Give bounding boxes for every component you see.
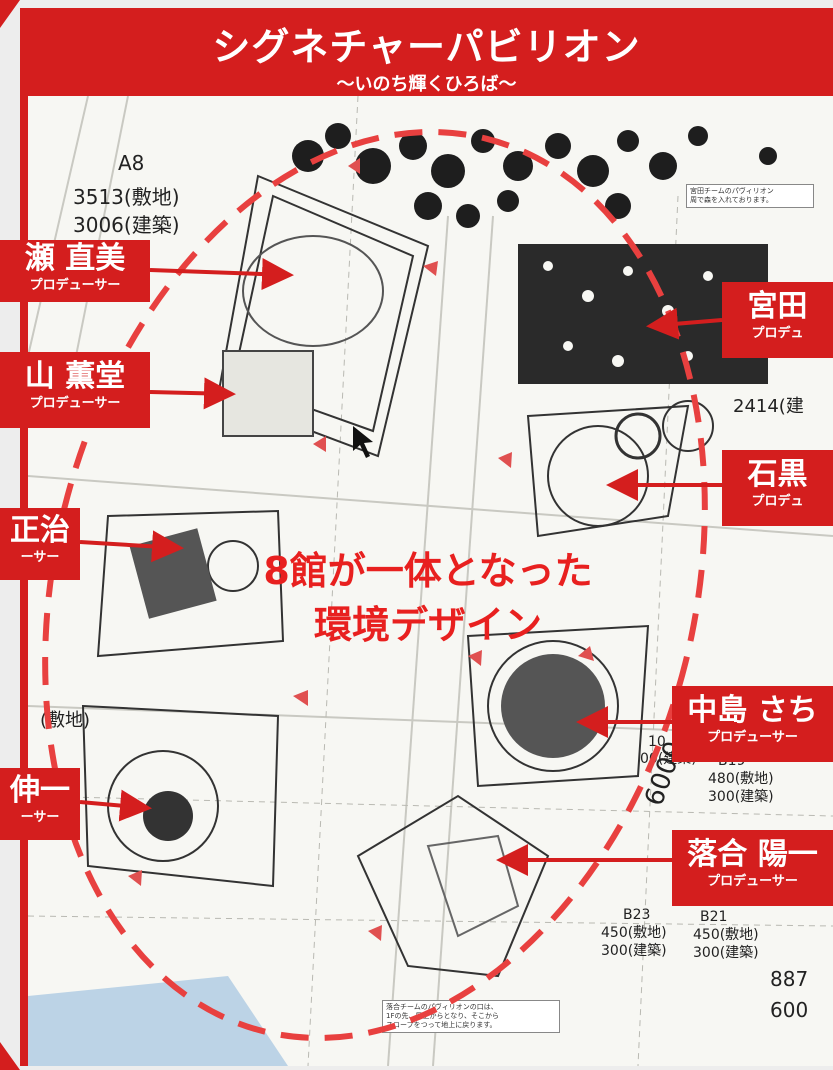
map-label-600: 600 xyxy=(770,998,809,1022)
producer-6-name: 石黒 xyxy=(747,457,808,492)
site-plan-drawing xyxy=(28,96,833,1066)
map-label-b23-site: 450(敷地) xyxy=(601,925,667,941)
arrow-1 xyxy=(149,258,294,290)
map-label-b23: B23 xyxy=(623,907,651,923)
producer-6-role: プロデュ xyxy=(751,494,804,509)
producer-3-role: ーサー xyxy=(20,550,60,565)
leader-arrows xyxy=(79,258,723,876)
center-caption: 8館が一体となった 環境デザイン xyxy=(203,544,653,652)
map-label-b21-site: 450(敷地) xyxy=(693,927,759,943)
producer-box-3: 正治 ーサー xyxy=(0,508,80,580)
producer-box-8: 落合 陽一 プロデューサー xyxy=(672,830,833,906)
cursor-icon xyxy=(353,426,373,458)
producer-4-name: 伸一 xyxy=(10,773,70,808)
producer-box-2: 山 薫堂 プロデューサー xyxy=(0,352,150,428)
map-label-887: 887 xyxy=(770,967,809,991)
producer-7-role: プロデューサー xyxy=(707,730,798,745)
dashed-ellipse xyxy=(42,129,708,1041)
arrow-5 xyxy=(646,307,723,340)
map-label-10: 10 xyxy=(648,734,666,750)
producer-box-6: 石黒 プロデュ xyxy=(722,450,833,526)
header-subtitle: 〜いのち輝くひろば〜 xyxy=(336,74,517,95)
flag-markers xyxy=(128,158,594,941)
center-caption-line2: 環境デザイン xyxy=(313,603,542,647)
producer-box-4: 伸一 ーサー xyxy=(0,768,80,840)
pavilion-left-mid xyxy=(96,509,285,658)
note-bottom: 落合チームのパヴィリオンの口は、 1Fの先、屋上からとなり、そこから スロープを… xyxy=(382,1000,560,1033)
corner-wedge-top xyxy=(0,0,20,28)
producer-5-name: 宮田 xyxy=(747,289,808,324)
note-top-right: 宮田チームのパヴィリオン 周で森を入れております。 xyxy=(686,184,814,208)
producer-box-7: 中島 さち プロデューサー xyxy=(672,686,833,762)
map-label-b21-building: 300(建築) xyxy=(693,945,759,961)
header-title: シグネチャーパビリオン xyxy=(212,25,641,69)
map-label-a8-building: 3006(建築) xyxy=(73,213,180,237)
map-label-left-site: (敷地) xyxy=(40,710,91,731)
pavilion-a8 xyxy=(216,174,430,458)
corner-wedge-bottom xyxy=(0,1042,20,1070)
center-caption-line1: 8館が一体となった xyxy=(263,549,593,593)
producer-box-5: 宮田 プロデュ xyxy=(722,282,833,358)
producer-2-role: プロデューサー xyxy=(29,396,121,411)
pavilion-ochiai xyxy=(356,794,550,978)
pavilion-left-bottom-core xyxy=(143,791,193,841)
pavilion-nakajima xyxy=(466,624,650,788)
producer-1-name: 瀬 直美 xyxy=(24,241,126,276)
producer-8-role: プロデューサー xyxy=(707,874,798,889)
producer-5-role: プロデュ xyxy=(751,326,804,341)
producer-4-role: ーサー xyxy=(20,810,60,825)
arrow-3 xyxy=(79,530,184,563)
map-label-b19-building: 300(建築) xyxy=(708,789,774,805)
arrow-2 xyxy=(149,377,236,410)
map-label-b21: B21 xyxy=(700,909,728,925)
map-label-2414: 2414(建 xyxy=(733,396,804,417)
pavilion-koyama xyxy=(222,350,314,437)
map-label-b19-site: 480(敷地) xyxy=(708,771,774,787)
pavilion-ishiguro xyxy=(526,400,714,538)
producer-1-role: プロデューサー xyxy=(29,278,121,293)
water-area xyxy=(28,976,288,1066)
map-label-a8: A8 xyxy=(118,151,145,175)
producer-3-name: 正治 xyxy=(10,513,70,548)
map-label-a8-site: 3513(敷地) xyxy=(73,185,180,209)
producer-2-name: 山 薫堂 xyxy=(24,359,126,394)
producer-7-name: 中島 さち xyxy=(687,693,818,728)
producer-8-name: 落合 陽一 xyxy=(687,837,818,872)
map-label-b23-building: 300(建築) xyxy=(601,943,667,959)
producer-box-1: 瀬 直美 プロデューサー xyxy=(0,240,150,302)
tree-cluster-top xyxy=(292,123,796,228)
arrow-4 xyxy=(79,789,152,822)
